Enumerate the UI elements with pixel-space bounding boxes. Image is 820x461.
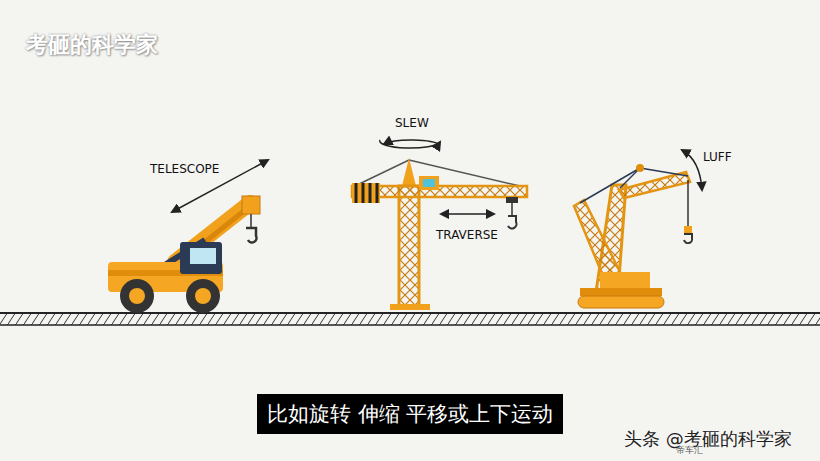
motion-label: TRAVERSE <box>436 228 498 242</box>
mobile-crane <box>108 160 268 313</box>
tower-crane <box>352 140 527 310</box>
ground-hatch <box>0 313 820 325</box>
motion-label: SLEW <box>395 116 429 130</box>
crawler-crane <box>574 150 702 308</box>
subtitle-text: 比如旋转 伸缩 平移或上下运动 <box>267 402 553 426</box>
motion-label: LUFF <box>703 150 732 164</box>
watermark: 考砸的科学家 <box>26 30 158 60</box>
logo-text: 帝车汇 <box>676 444 703 457</box>
motion-label: TELESCOPE <box>150 162 219 176</box>
source-credit: 头条 @考砸的科学家 <box>624 427 792 451</box>
subtitle-box: 比如旋转 伸缩 平移或上下运动 <box>257 394 563 434</box>
